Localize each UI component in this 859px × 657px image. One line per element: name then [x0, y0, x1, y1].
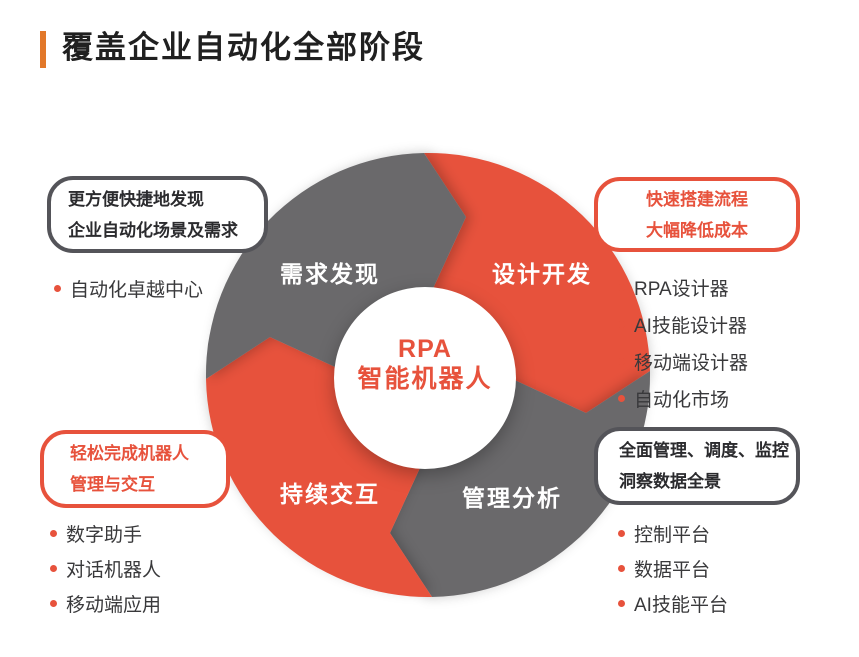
bullet-label: 数字助手: [66, 524, 143, 546]
page-title: 覆盖企业自动化全部阶段: [62, 30, 425, 65]
callout-continuous-interaction: 轻松完成机器人 管理与交互: [40, 430, 230, 508]
callout-requirement-discovery: 更方便快捷地发现 企业自动化场景及需求: [47, 176, 268, 253]
center-hub-circle: [334, 287, 516, 469]
segment-label-management-analysis: 管理分析: [462, 485, 562, 511]
callout-line: 管理与交互: [70, 475, 155, 494]
callout-management-analysis: 全面管理、调度、监控 洞察数据全景: [594, 427, 800, 505]
bullet-label: 自动化市场: [634, 389, 730, 411]
bullet-dot: [54, 284, 61, 292]
center-label-line1: RPA: [398, 335, 452, 363]
center-label: RPA 智能机器人: [357, 335, 492, 395]
segment-label-requirement-discovery: 需求发现: [280, 261, 380, 287]
bullet-item: 数字助手: [50, 519, 161, 547]
bullet-dot: [618, 529, 625, 537]
callout-line: 全面管理、调度、监控: [619, 441, 789, 460]
callout-design-development: 快速搭建流程 大幅降低成本: [594, 177, 800, 252]
bullet-label: AI技能设计器: [634, 315, 747, 337]
bullet-item: RPA设计器: [618, 273, 748, 301]
callout-line: 轻松完成机器人: [70, 444, 189, 463]
bullet-dot: [618, 599, 625, 607]
segment-label-continuous-interaction: 持续交互: [280, 481, 380, 507]
bullet-label: AI技能平台: [634, 594, 728, 616]
callout-line: 更方便快捷地发现: [68, 189, 204, 209]
bullet-dot: [618, 357, 625, 365]
bullet-item: AI技能平台: [618, 589, 728, 617]
bullet-item: 控制平台: [618, 519, 728, 547]
callout-line: 洞察数据全景: [619, 472, 721, 491]
rpa-cycle-diagram: [205, 152, 651, 598]
callout-line: 企业自动化场景及需求: [68, 220, 238, 240]
center-label-line2: 智能机器人: [357, 365, 493, 393]
bullet-dot: [50, 529, 57, 537]
bullet-label: RPA设计器: [634, 278, 729, 300]
bullet-dot: [618, 283, 625, 291]
callout-line: 快速搭建流程: [646, 189, 748, 209]
bullet-list-design-development: RPA设计器 AI技能设计器 移动端设计器 自动化市场: [618, 273, 748, 421]
bullet-item: 对话机器人: [50, 554, 161, 582]
bullet-label: 自动化卓越中心: [70, 279, 204, 301]
bullet-dot: [50, 599, 57, 607]
bullet-dot: [618, 564, 625, 572]
bullet-label: 移动端应用: [66, 594, 162, 616]
bullet-item: 移动端设计器: [618, 347, 748, 375]
callout-line: 大幅降低成本: [646, 220, 748, 240]
bullet-list-management-analysis: 控制平台 数据平台 AI技能平台: [618, 519, 728, 624]
bullet-item: 自动化市场: [618, 384, 748, 412]
title-accent-bar: [40, 31, 46, 68]
bullet-list-continuous-interaction: 数字助手 对话机器人 移动端应用: [50, 519, 161, 624]
bullet-label: 对话机器人: [66, 559, 162, 581]
bullet-item: AI技能设计器: [618, 310, 748, 338]
bullet-list-requirement-discovery: 自动化卓越中心: [54, 274, 203, 302]
bullet-item: 自动化卓越中心: [54, 274, 203, 302]
bullet-label: 移动端设计器: [634, 352, 749, 374]
bullet-item: 移动端应用: [50, 589, 161, 617]
bullet-label: 控制平台: [634, 524, 711, 546]
bullet-dot: [50, 564, 57, 572]
bullet-item: 数据平台: [618, 554, 728, 582]
bullet-dot: [618, 320, 625, 328]
bullet-dot: [618, 394, 625, 402]
bullet-label: 数据平台: [634, 559, 711, 581]
segment-label-design-development: 设计开发: [492, 261, 592, 287]
